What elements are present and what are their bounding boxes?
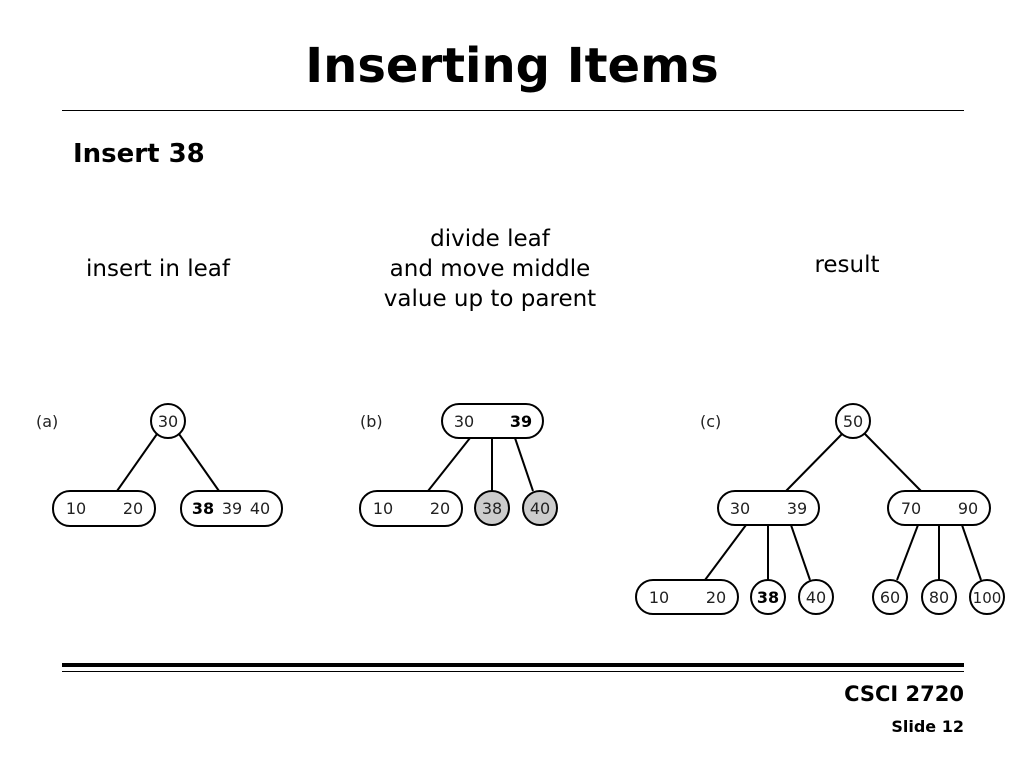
panel-a-label: (a) — [36, 412, 58, 431]
node-value: 40 — [530, 499, 550, 518]
leaf-node — [872, 579, 908, 615]
edge — [961, 524, 982, 581]
title-divider — [62, 110, 964, 111]
edge — [178, 433, 220, 492]
left-leaf-node — [52, 490, 156, 527]
node-value: 39 — [787, 499, 807, 518]
edge — [896, 524, 919, 581]
root-node — [441, 403, 544, 439]
caption-divide-leaf: divide leaf and move middle value up to … — [383, 226, 597, 312]
node-value: 40 — [250, 499, 270, 518]
edge — [704, 524, 747, 581]
panel-c-label: (c) — [700, 412, 721, 431]
node-value: 10 — [373, 499, 393, 518]
node-value: 60 — [880, 588, 900, 607]
node-value: 10 — [649, 588, 669, 607]
slide-subtitle: Insert 38 — [73, 139, 205, 169]
node-value: 20 — [430, 499, 450, 518]
node-value: 20 — [123, 499, 143, 518]
edge — [785, 433, 843, 492]
panel-b — [359, 403, 558, 527]
node-value: 50 — [843, 412, 863, 431]
node-value: 10 — [66, 499, 86, 518]
left-leaf-node — [359, 490, 463, 527]
leaf-node — [798, 579, 834, 615]
leaf-node — [750, 579, 786, 615]
node-value: 80 — [929, 588, 949, 607]
root-node — [150, 403, 186, 439]
caption-insert-in-leaf: insert in leaf — [86, 256, 230, 282]
right-leaf-node — [180, 490, 283, 527]
node-value-bold: 38 — [757, 588, 779, 607]
slide-title: Inserting Items — [305, 38, 719, 94]
panel-b-label: (b) — [360, 412, 383, 431]
shaded-leaf-node — [474, 490, 510, 526]
node-value: 30 — [158, 412, 178, 431]
leaf-node — [635, 579, 739, 615]
edge — [864, 433, 922, 492]
node-value: 100 — [973, 589, 1002, 607]
node-value: 20 — [706, 588, 726, 607]
node-value: 90 — [958, 499, 978, 518]
edge — [790, 524, 811, 581]
node-value: 70 — [901, 499, 921, 518]
edge — [427, 437, 471, 492]
node-value-bold: 38 — [192, 499, 214, 518]
panel-c — [635, 403, 1005, 615]
right-internal-node — [887, 490, 991, 526]
root-node — [835, 403, 871, 439]
node-value: 39 — [222, 499, 242, 518]
caption-result: result — [814, 252, 880, 278]
edge — [514, 437, 534, 492]
node-value: 30 — [454, 412, 474, 431]
node-value-bold: 39 — [510, 412, 532, 431]
node-value: 38 — [482, 499, 502, 518]
leaf-node — [921, 579, 957, 615]
panel-a — [52, 403, 283, 527]
node-value: 30 — [730, 499, 750, 518]
slide-number: Slide 12 — [891, 717, 964, 736]
footer-divider-thin — [62, 671, 964, 672]
shaded-leaf-node — [522, 490, 558, 526]
edge — [116, 433, 158, 492]
node-value: 40 — [806, 588, 826, 607]
footer-divider-thick — [62, 663, 964, 667]
left-internal-node — [717, 490, 820, 526]
leaf-node — [969, 579, 1005, 615]
course-label: CSCI 2720 — [844, 682, 964, 706]
